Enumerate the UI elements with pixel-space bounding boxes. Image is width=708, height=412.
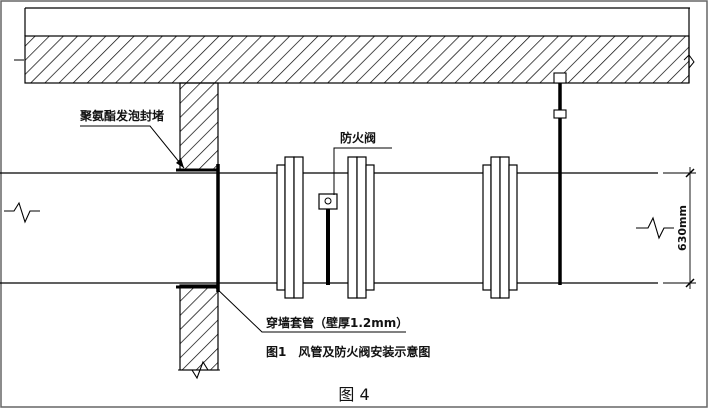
- foam-seal-label: 聚氨酯发泡封堵: [79, 108, 164, 123]
- hanger-rod: [553, 72, 567, 285]
- fire-damper: [318, 193, 338, 285]
- air-duct: [0, 172, 674, 284]
- ceiling-slab: [24, 7, 695, 84]
- wall-sleeve-label: 穿墙套管（壁厚1.2mm）: [266, 315, 408, 330]
- wall-sleeve: [176, 164, 220, 292]
- dimension-label: 630mm: [676, 205, 689, 251]
- figure-caption: 图1 风管及防火阀安装示意图: [266, 344, 430, 359]
- leader-arrowhead: [176, 158, 184, 168]
- fire-damper-label: 防火阀: [340, 130, 376, 145]
- flange-right: [482, 156, 518, 299]
- wall: [178, 82, 220, 380]
- wall-sleeve-leader: [213, 285, 406, 333]
- flange-middle: [347, 156, 375, 299]
- foam-seal-leader: [80, 125, 185, 169]
- figure-number: 图 4: [338, 385, 369, 404]
- fire-damper-leader: [333, 147, 392, 195]
- flange-left: [276, 156, 304, 299]
- dimension-line: [663, 167, 696, 289]
